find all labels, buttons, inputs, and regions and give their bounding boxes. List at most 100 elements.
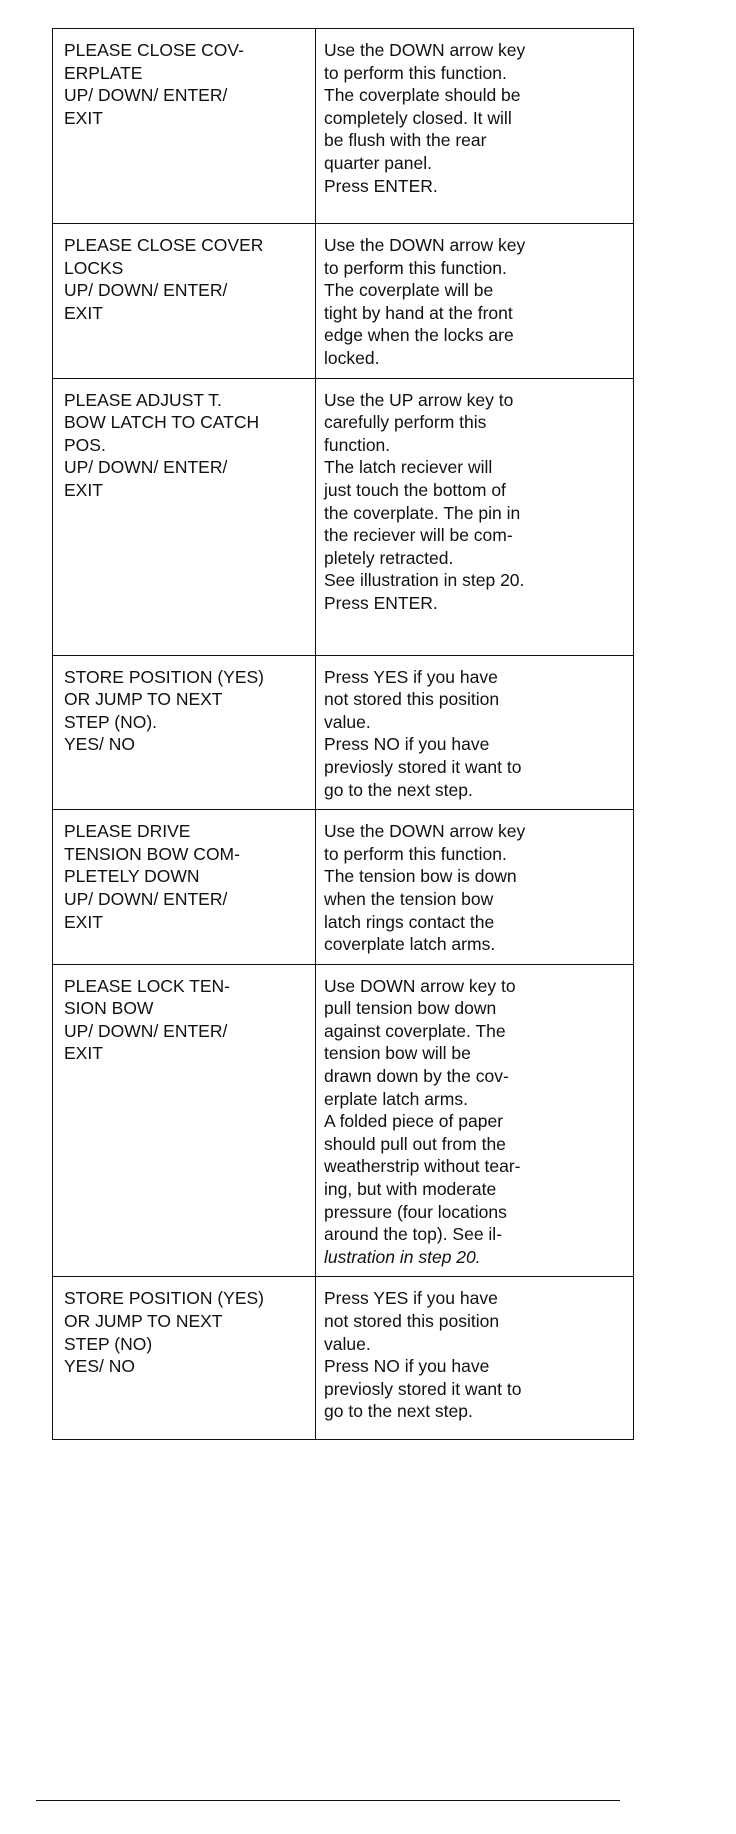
prompt-line: LOCKS [64,257,124,278]
prompt-line: YES/ NO [64,734,135,755]
instruction-line: to perform this function. [324,257,507,278]
prompt-line: PLEASE CLOSE COVER [64,235,264,255]
instruction-line: The coverplate will be [324,280,494,301]
prompt-line: PLEASE DRIVE [64,821,191,842]
instruction-line: Press ENTER. [324,592,438,613]
instruction-line: the coverplate. The pin in [324,502,521,523]
instruction-line: value. [324,711,371,732]
prompt-line: UP/ DOWN/ ENTER/ [64,457,228,478]
prompt-line: PLEASE LOCK TEN- [64,975,230,996]
instruction-line: to perform this function. [324,62,507,83]
instruction-line: Press YES if you have [324,666,498,687]
instruction-line: go to the next step. [324,1401,473,1422]
prompt-line: STEP (NO). [64,711,158,732]
instruction-line: against coverplate. The [324,1020,506,1041]
instruction-line: Use the DOWN arrow key [324,235,526,255]
instruction-line: pressure (four locations [324,1201,507,1222]
instruction-line: drawn down by the cov- [324,1066,509,1087]
instruction-line: coverplate latch arms. [324,934,496,955]
prompt-line: EXIT [64,911,103,932]
instruction-line: tight by hand at the front [324,302,513,323]
instruction-line: to perform this function. [324,843,507,864]
prompt-line: SION BOW [64,998,154,1019]
instruction-line: ing, but with moderate [324,1179,497,1200]
instruction-line: completely closed. It will [324,107,512,128]
instruction-line: around the top). See il- [324,1224,503,1245]
instruction-line: A folded piece of paper [324,1111,504,1132]
instruction-line: See illustration in step 20. [324,570,525,591]
instruction-line: edge when the locks are [324,325,514,346]
prompt-line: BOW LATCH TO CATCH [64,412,260,433]
instruction-line: quarter panel. [324,152,432,173]
prompt-line: OR JUMP TO NEXT [64,1311,223,1331]
prompt-line: OR JUMP TO NEXT [64,689,223,710]
instruction-line: not stored this position [324,1311,500,1331]
instruction-line: Use the DOWN arrow key [324,821,526,842]
prompt-line: UP/ DOWN/ ENTER/ [64,85,228,106]
prompt-line: EXIT [64,107,103,128]
instruction-line: should pull out from the [324,1133,506,1154]
instruction-line: Press YES if you have [324,1288,498,1309]
instruction-line: Use the UP arrow key to [324,389,514,410]
instruction-line: previosly stored it want to [324,1378,522,1399]
instruction-line: go to the next step. [324,779,473,800]
instruction-line: Use the DOWN arrow key [324,40,526,60]
instruction-line: weatherstrip without tear- [324,1156,521,1177]
instruction-line: Press ENTER. [324,175,438,196]
instruction-line: not stored this position [324,689,500,710]
instruction-line: The coverplate should be [324,85,521,106]
instruction-line: Use DOWN arrow key to [324,975,516,996]
instruction-line: The tension bow is down [324,866,517,887]
instruction-line: latch rings contact the [324,911,495,932]
instruction-line: be flush with the rear [324,130,487,151]
prompt-line: PLETELY DOWN [64,866,200,887]
instruction-line: Press NO if you have [324,734,490,755]
instruction-line: the reciever will be com- [324,525,513,546]
prompt-line: UP/ DOWN/ ENTER/ [64,888,228,909]
instruction-line: function. [324,434,391,455]
instruction-line: The latch reciever will [324,457,493,478]
instruction-line: pull tension bow down [324,998,497,1019]
instruction-line: pletely retracted. [324,547,454,568]
instruction-line: locked. [324,347,380,368]
prompt-line: YES/ NO [64,1356,135,1377]
prompt-line: STORE POSITION (YES) [64,1288,264,1309]
instruction-line: previosly stored it want to [324,756,522,777]
prompt-line: UP/ DOWN/ ENTER/ [64,1020,228,1041]
prompt-line: POS. [64,434,106,455]
prompt-line: EXIT [64,479,103,500]
prompt-line: EXIT [64,302,103,323]
instruction-line: Press NO if you have [324,1356,490,1377]
prompt-line: PLEASE ADJUST T. [64,389,222,410]
prompt-line: PLEASE CLOSE COV- [64,40,244,60]
prompt-line: EXIT [64,1043,103,1064]
instruction-line: just touch the bottom of [324,479,506,500]
prompt-line: STEP (NO) [64,1333,153,1354]
page-bottom-rule [36,1800,620,1801]
prompt-line: UP/ DOWN/ ENTER/ [64,280,228,301]
prompt-line: STORE POSITION (YES) [64,666,264,687]
